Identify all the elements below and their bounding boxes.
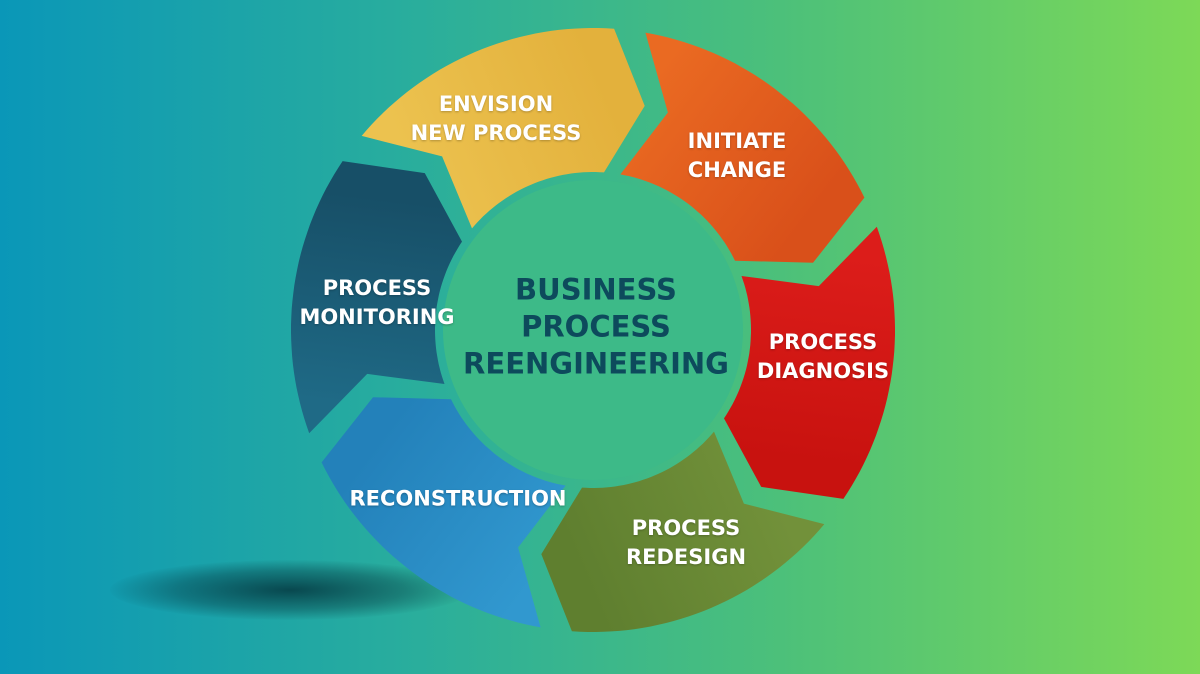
- step-label-line: PROCESS: [768, 330, 878, 354]
- step-reconstruction: RECONSTRUCTION: [349, 485, 566, 514]
- center-title-line: REENGINEERING: [463, 346, 729, 381]
- center-title: BUSINESS PROCESS REENGINEERING: [463, 272, 729, 383]
- segment-envision: [361, 28, 645, 229]
- step-label-line: ENVISION: [438, 92, 554, 116]
- step-initiate-change: INITIATE CHANGE: [688, 127, 787, 185]
- step-label-line: MONITORING: [299, 305, 455, 329]
- segment-redesign: [541, 431, 825, 632]
- segment-diagnosis: [724, 226, 895, 499]
- step-envision-new-process: ENVISION NEW PROCESS: [411, 90, 582, 148]
- step-label-line: DIAGNOSIS: [756, 359, 890, 383]
- segment-monitoring: [291, 161, 462, 434]
- center-title-line: BUSINESS: [515, 272, 677, 307]
- step-process-diagnosis: PROCESS DIAGNOSIS: [757, 328, 889, 386]
- step-process-redesign: PROCESS REDESIGN: [626, 514, 746, 572]
- segment-initiate: [620, 32, 865, 263]
- segment-reconstruction: [321, 397, 566, 628]
- step-label-line: PROCESS: [322, 276, 432, 300]
- step-label-line: RECONSTRUCTION: [349, 486, 567, 511]
- center-circle: [443, 180, 743, 480]
- step-label-line: CHANGE: [687, 158, 787, 182]
- step-process-monitoring: PROCESS MONITORING: [299, 274, 454, 332]
- step-label-line: INITIATE: [687, 129, 787, 153]
- step-label-line: NEW PROCESS: [410, 121, 582, 145]
- center-title-line: PROCESS: [521, 309, 671, 344]
- step-label-line: PROCESS: [631, 516, 741, 540]
- step-label-line: REDESIGN: [625, 545, 747, 569]
